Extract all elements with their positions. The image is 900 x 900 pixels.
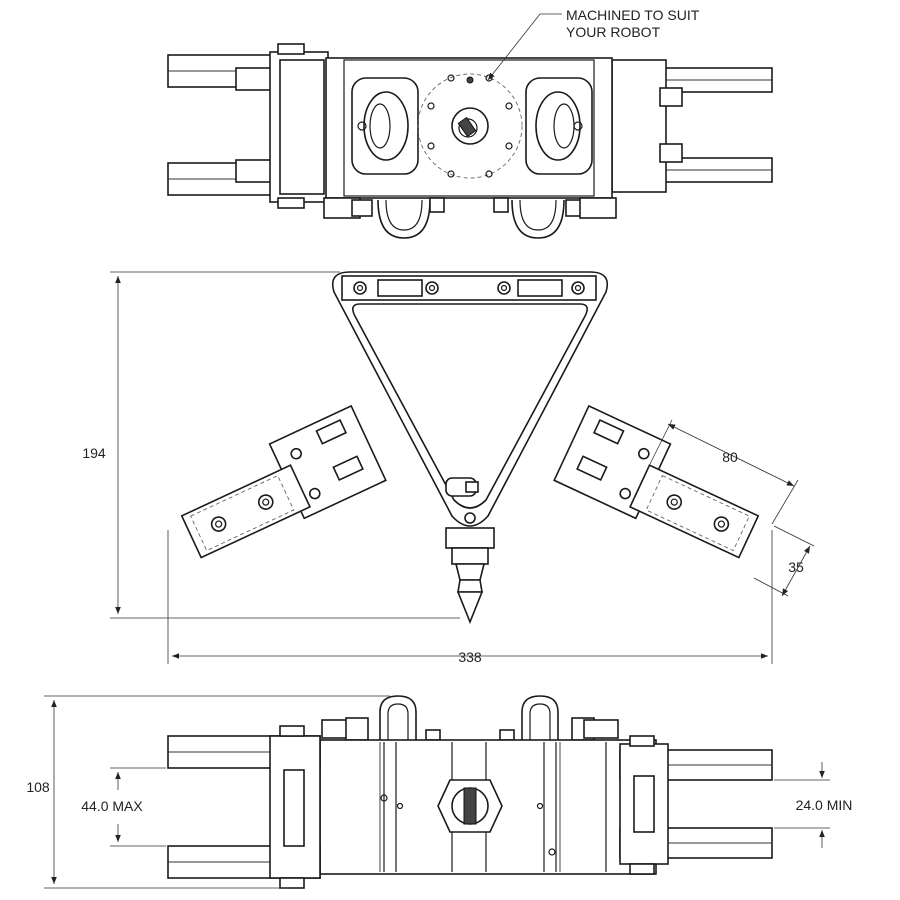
dim-108: 108	[26, 779, 50, 795]
top-right-window	[525, 77, 593, 175]
top-air-fittings	[323, 197, 617, 239]
front-right-jaw	[553, 404, 760, 559]
top-view: MACHINED TO SUIT YOUR ROBOT	[167, 7, 773, 239]
mounting-bolt-circle	[417, 73, 523, 179]
top-left-fingers	[167, 43, 329, 209]
top-left-window	[351, 77, 419, 175]
center-fitting	[445, 477, 495, 625]
dim-194: 194	[82, 445, 106, 461]
front-left-jaw	[180, 404, 387, 559]
callout-line1: MACHINED TO SUIT	[566, 7, 700, 23]
front-view: 194 338 80 35	[82, 271, 815, 665]
dim-24-min: 24.0 MIN	[796, 797, 853, 813]
side-air-fittings	[321, 695, 619, 741]
side-right-fingers	[619, 735, 773, 875]
top-right-fingers	[611, 59, 773, 193]
dim-35: 35	[788, 559, 804, 575]
dim-44-max: 44.0 MAX	[81, 798, 143, 814]
side-view: 108 44.0 MAX 24.0 MIN	[26, 695, 853, 889]
dim-338: 338	[458, 649, 482, 665]
callout-line2: YOUR ROBOT	[566, 24, 661, 40]
side-center-hex	[437, 779, 503, 833]
side-left-fingers	[167, 725, 321, 889]
dim-80: 80	[722, 449, 738, 465]
